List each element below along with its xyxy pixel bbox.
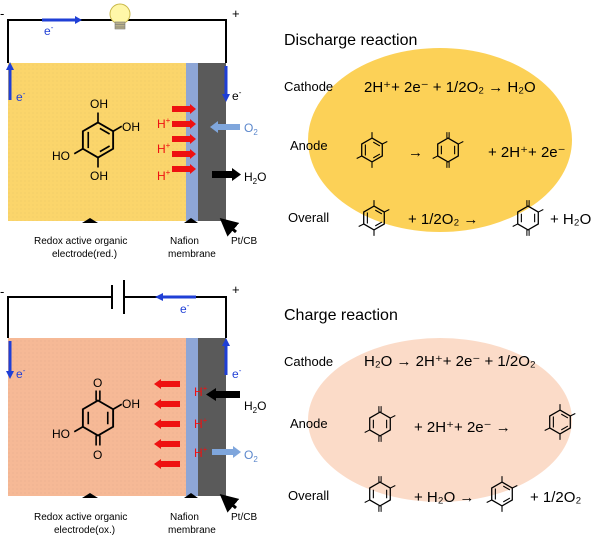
bottom-electron-label-left: e- xyxy=(16,366,26,381)
light-bulb-icon xyxy=(109,3,131,30)
discharge-cell: - + e- e- e- OH OH HO OH xyxy=(0,3,266,260)
bottom-minus-sign: - xyxy=(0,284,4,299)
power-source-icon xyxy=(111,280,125,314)
charge-anode-hq-icon xyxy=(544,404,576,440)
discharge-reaction-panel: Discharge reaction Cathode 2H⁺+ 2e⁻ + 1/… xyxy=(284,32,591,236)
top-o2-label: O2 xyxy=(244,121,258,137)
bottom-proton-label-1: H+ xyxy=(194,384,208,399)
discharge-anode-bq-icon xyxy=(432,132,464,168)
bottom-water-label: H2O xyxy=(244,399,266,415)
bottom-membrane-label-2: membrane xyxy=(168,525,216,536)
bottom-catalyst xyxy=(198,338,226,496)
discharge-overall-eq1: + 1/2O₂ → xyxy=(408,211,478,228)
charge-overall-eq2: + 1/2O₂ xyxy=(530,489,581,506)
top-minus-sign: - xyxy=(0,6,4,21)
discharge-anode-hq-icon xyxy=(356,132,388,168)
top-catalyst-pointer xyxy=(219,218,240,237)
top-proton-label-2: H+ xyxy=(157,141,171,156)
discharge-overall-hq-icon xyxy=(358,200,390,236)
charge-cell: - + e- e- e- O OH HO O xyxy=(0,280,266,536)
discharge-anode-label: Anode xyxy=(290,138,328,153)
bottom-water-arrow xyxy=(214,391,240,398)
top-electron-label-wire: e- xyxy=(44,23,54,38)
bottom-proton-arrows xyxy=(154,379,180,469)
top-membrane-label-2: membrane xyxy=(168,249,216,260)
charge-cathode-eq: H₂O → 2H⁺+ 2e⁻ + 1/2O₂ xyxy=(364,353,536,370)
top-catalyst-label: Pt/CB xyxy=(231,236,257,247)
bottom-circuit-wire xyxy=(7,296,227,338)
discharge-ellipse xyxy=(308,48,572,232)
charge-anode-eq: + 2H⁺+ 2e⁻ → xyxy=(414,419,511,436)
discharge-anode-eq: + 2H⁺+ 2e⁻ xyxy=(488,144,566,161)
hq-label-right: OH xyxy=(122,120,140,134)
bottom-catalyst-pointer xyxy=(219,494,240,513)
hq-label-bottom: OH xyxy=(90,169,108,183)
hq-label-top: OH xyxy=(90,97,108,111)
bq-label-bottom: O xyxy=(93,448,102,462)
discharge-anode-arrow: → xyxy=(408,144,423,161)
bottom-electron-label-wire: e- xyxy=(180,301,190,316)
bottom-proton-label-3: H+ xyxy=(194,445,208,460)
charge-anode-label: Anode xyxy=(290,416,328,431)
top-plus-sign: + xyxy=(232,6,240,21)
charge-title: Charge reaction xyxy=(284,307,398,324)
bottom-o2-label: O2 xyxy=(244,448,258,464)
bottom-o2-arrow xyxy=(212,449,234,455)
bottom-membrane-pointer xyxy=(184,493,198,498)
charge-overall-hq-icon xyxy=(486,476,518,512)
hydroquinone-molecule xyxy=(73,112,123,168)
top-water-label: H2O xyxy=(244,170,266,186)
discharge-cathode-eq: 2H⁺+ 2e⁻ + 1/2O₂ → H₂O xyxy=(364,79,536,96)
top-proton-arrows xyxy=(172,104,196,174)
bottom-catalyst-label: Pt/CB xyxy=(231,512,257,523)
discharge-title: Discharge reaction xyxy=(284,32,417,49)
charge-overall-bq-icon xyxy=(364,476,396,512)
discharge-overall-bq-icon xyxy=(512,200,544,236)
bottom-proton-label-2: H+ xyxy=(194,416,208,431)
bq-label-right: OH xyxy=(122,397,140,411)
charge-reaction-panel: Charge reaction Cathode H₂O → 2H⁺+ 2e⁻ +… xyxy=(284,307,581,512)
top-membrane-label-1: Nafion xyxy=(170,236,199,247)
top-water-arrow xyxy=(212,171,234,178)
top-electrode-label-2: electrode(red.) xyxy=(52,249,117,260)
discharge-cathode-label: Cathode xyxy=(284,79,333,94)
top-proton-label-1: H+ xyxy=(157,116,171,131)
top-membrane-pointer xyxy=(184,218,198,223)
bottom-electrode-pointer xyxy=(82,493,98,498)
bottom-electrode-label-1: Redox active organic xyxy=(34,512,127,523)
charge-overall-eq1: + H₂O → xyxy=(414,489,474,506)
top-electrode-pointer xyxy=(82,218,98,223)
bottom-membrane xyxy=(186,338,198,496)
top-electron-label-left: e- xyxy=(16,89,26,104)
bottom-electron-label-right: e- xyxy=(232,366,242,381)
charge-overall-label: Overall xyxy=(288,488,329,503)
discharge-overall-eq2: + H₂O xyxy=(550,211,591,228)
dihydroxybenzoquinone-molecule xyxy=(73,390,123,446)
bq-label-top: O xyxy=(93,376,102,390)
bq-label-left: HO xyxy=(52,427,70,441)
charge-anode-bq-icon xyxy=(364,406,396,442)
top-electron-label-right: e- xyxy=(232,88,242,103)
charge-cathode-label: Cathode xyxy=(284,354,333,369)
hq-label-left: HO xyxy=(52,149,70,163)
top-catalyst xyxy=(198,63,226,221)
bottom-membrane-label-1: Nafion xyxy=(170,512,199,523)
charge-ellipse xyxy=(308,338,572,502)
top-o2-arrow xyxy=(216,124,240,130)
top-proton-label-3: H+ xyxy=(157,168,171,183)
bottom-electrode-label-2: electrode(ox.) xyxy=(54,525,115,536)
top-electrode-label-1: Redox active organic xyxy=(34,236,127,247)
bottom-plus-sign: + xyxy=(232,282,240,297)
discharge-overall-label: Overall xyxy=(288,210,329,225)
